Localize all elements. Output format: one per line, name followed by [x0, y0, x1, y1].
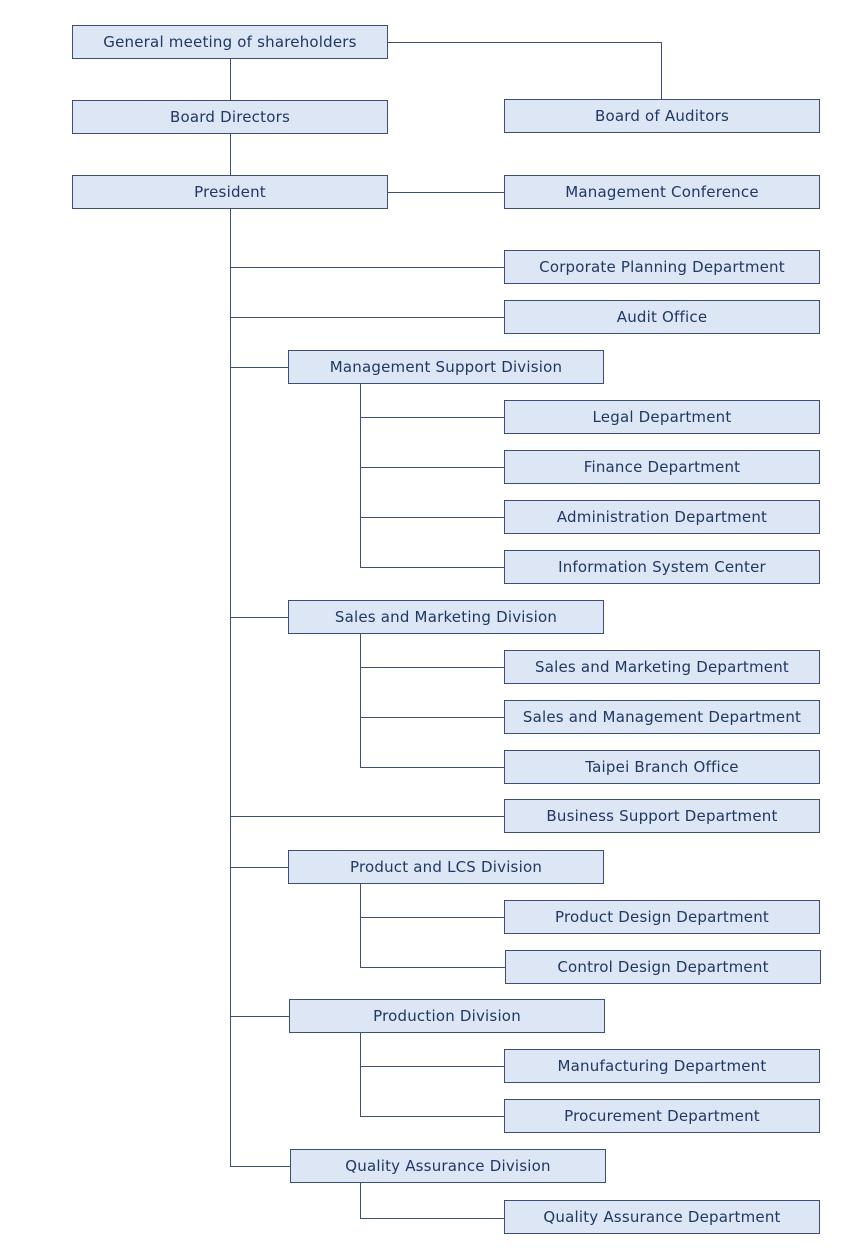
- connector-line: [230, 816, 504, 817]
- connector-line: [230, 134, 231, 175]
- node-president: President: [72, 175, 388, 209]
- connector-line: [230, 267, 504, 268]
- node-info-system: Information System Center: [504, 550, 820, 584]
- connector-line: [360, 967, 505, 968]
- node-procurement: Procurement Department: [504, 1099, 820, 1133]
- node-administration: Administration Department: [504, 500, 820, 534]
- connector-line: [360, 1218, 504, 1219]
- node-audit-office: Audit Office: [504, 300, 820, 334]
- connector-line: [230, 617, 288, 618]
- node-taipei-branch: Taipei Branch Office: [504, 750, 820, 784]
- connector-line: [360, 884, 361, 967]
- node-legal: Legal Department: [504, 400, 820, 434]
- connector-line: [230, 317, 504, 318]
- node-management-conference: Management Conference: [504, 175, 820, 209]
- node-board-auditors: Board of Auditors: [504, 99, 820, 133]
- node-manufacturing: Manufacturing Department: [504, 1049, 820, 1083]
- connector-line: [230, 59, 231, 100]
- node-product-design: Product Design Department: [504, 900, 820, 934]
- node-control-design: Control Design Department: [505, 950, 821, 984]
- connector-line: [387, 192, 504, 193]
- connector-line: [360, 1182, 361, 1218]
- node-sales-management: Sales and Management Department: [504, 700, 820, 734]
- connector-line: [360, 1116, 504, 1117]
- node-corporate-planning: Corporate Planning Department: [504, 250, 820, 284]
- node-sales-marketing-division: Sales and Marketing Division: [288, 600, 604, 634]
- node-shareholders: General meeting of shareholders: [72, 25, 388, 59]
- connector-line: [661, 42, 662, 100]
- connector-line: [360, 667, 504, 668]
- connector-line: [230, 867, 288, 868]
- connector-line: [360, 384, 361, 567]
- node-management-support: Management Support Division: [288, 350, 604, 384]
- connector-line: [360, 417, 504, 418]
- connector-line: [230, 1166, 290, 1167]
- node-board-directors: Board Directors: [72, 100, 388, 134]
- connector-line: [360, 567, 504, 568]
- node-qa-division: Quality Assurance Division: [290, 1149, 606, 1183]
- connector-line: [230, 367, 288, 368]
- node-production: Production Division: [289, 999, 605, 1033]
- connector-line: [360, 767, 504, 768]
- connector-line: [387, 42, 662, 43]
- node-product-lcs: Product and LCS Division: [288, 850, 604, 884]
- connector-line: [360, 517, 504, 518]
- connector-line: [360, 634, 361, 767]
- connector-line: [360, 717, 504, 718]
- connector-line: [360, 917, 504, 918]
- connector-line: [360, 1066, 504, 1067]
- connector-line: [230, 209, 231, 1166]
- node-sales-marketing-department: Sales and Marketing Department: [504, 650, 820, 684]
- node-finance: Finance Department: [504, 450, 820, 484]
- connector-line: [230, 1016, 289, 1017]
- node-business-support: Business Support Department: [504, 799, 820, 833]
- connector-line: [360, 467, 504, 468]
- node-qa-department: Quality Assurance Department: [504, 1200, 820, 1234]
- connector-line: [360, 1033, 361, 1116]
